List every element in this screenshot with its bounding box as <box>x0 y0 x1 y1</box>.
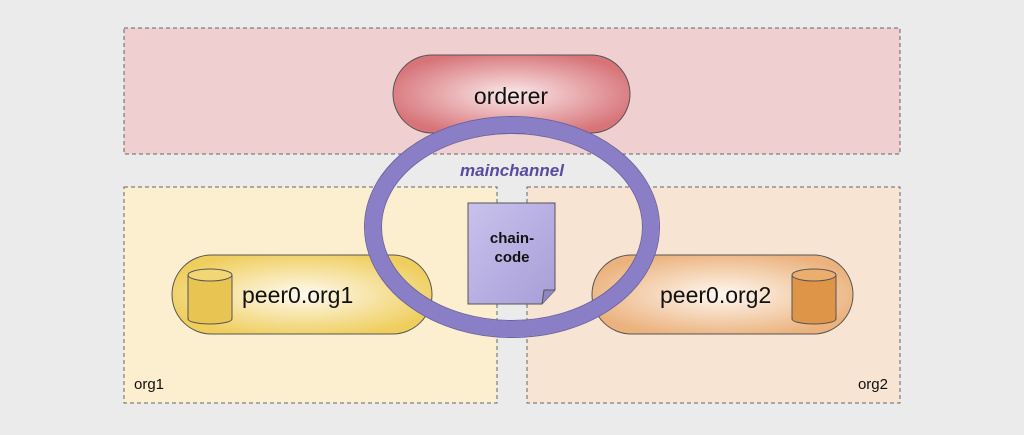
document-icon-chaincode <box>467 202 556 305</box>
org1-label: org1 <box>134 376 164 393</box>
database-icon-org2 <box>791 268 837 325</box>
peer-org1-node <box>171 254 433 335</box>
chaincode-label-line1: chain- <box>490 230 534 247</box>
peer-org2-label: peer0.org2 <box>660 282 771 308</box>
orderer-label: orderer <box>474 83 548 109</box>
mainchannel-label: mainchannel <box>460 161 565 180</box>
org2-label: org2 <box>858 376 888 393</box>
chaincode-label-line2: code <box>494 249 529 266</box>
peer-org2-node <box>591 254 854 335</box>
peer-org1-label: peer0.org1 <box>242 282 353 308</box>
database-icon-org1 <box>187 268 233 325</box>
mainchannel-ring <box>365 117 659 337</box>
